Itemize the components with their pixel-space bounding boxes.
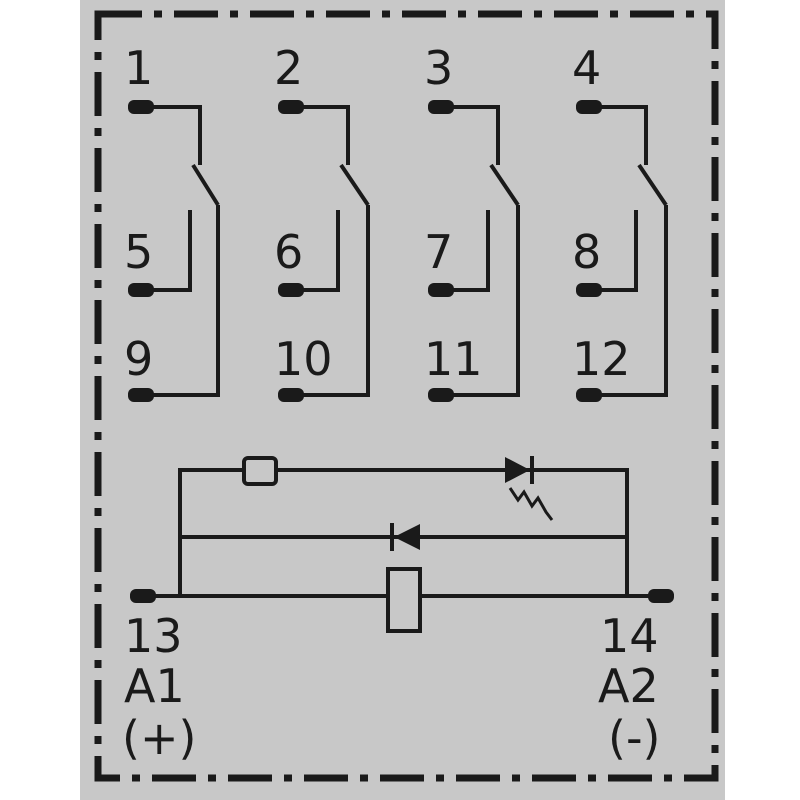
terminal-left-polarity: (+): [122, 711, 196, 765]
no-wire-4: [598, 205, 668, 397]
pin-label-no-1: 9: [124, 332, 153, 386]
pin-label-nc-4: 8: [572, 225, 601, 279]
terminal-right-polarity: (-): [608, 711, 661, 765]
pin-label-no-4: 12: [572, 332, 631, 386]
common-wire-4: [598, 105, 648, 165]
pin-label-nc-1: 5: [124, 225, 153, 279]
nc-wire-2: [300, 210, 340, 292]
switch-blade-2: [339, 163, 370, 207]
no-wire-2: [300, 205, 370, 397]
diagram-panel: [80, 0, 725, 800]
nc-wire-1: [150, 210, 192, 292]
terminal-pad-14: [648, 589, 674, 603]
contact-set-1: 1 5 9: [124, 41, 220, 402]
nc-wire-4: [598, 210, 638, 292]
common-wire-3: [450, 105, 500, 165]
pin-label-nc-3: 7: [424, 225, 453, 279]
pin-pad-9: [128, 388, 154, 402]
pin-pad-6: [278, 283, 304, 297]
indicator-branch-wire: [178, 468, 629, 596]
terminal-right-name: A2: [598, 659, 659, 713]
pin-label-common-1: 1: [124, 41, 153, 95]
contact-set-4: 4 8 12: [572, 41, 668, 402]
pin-label-no-3: 11: [424, 332, 483, 386]
resistor-icon: [508, 487, 554, 521]
relay-coil-icon: [386, 567, 422, 633]
pin-label-common-4: 4: [572, 41, 601, 95]
housing-outline: [94, 10, 719, 782]
terminal-right: 14 A2 (-): [598, 609, 661, 765]
pin-pad-4: [576, 100, 602, 114]
no-wire-3: [450, 205, 520, 397]
pin-pad-1: [128, 100, 154, 114]
pin-pad-8: [576, 283, 602, 297]
terminal-pad-13: [130, 589, 156, 603]
contact-set-3: 3 7 11: [424, 41, 520, 402]
pin-label-nc-2: 6: [274, 225, 303, 279]
led-indicator-icon: [242, 456, 278, 486]
terminal-left-number: 13: [124, 609, 183, 663]
pin-label-common-2: 2: [274, 41, 303, 95]
pin-pad-2: [278, 100, 304, 114]
pin-pad-12: [576, 388, 602, 402]
no-wire-1: [150, 205, 220, 397]
pin-pad-10: [278, 388, 304, 402]
nc-wire-3: [450, 210, 490, 292]
pin-pad-5: [128, 283, 154, 297]
led-diode-icon: [505, 456, 534, 484]
pin-label-no-2: 10: [274, 332, 333, 386]
pin-label-common-3: 3: [424, 41, 453, 95]
terminal-right-number: 14: [600, 609, 659, 663]
contact-set-2: 2 6 10: [274, 41, 370, 402]
common-wire-1: [150, 105, 202, 165]
coil-circuit: [130, 456, 674, 633]
switch-blade-1: [191, 163, 220, 207]
diode-icon: [390, 523, 420, 551]
pin-pad-11: [428, 388, 454, 402]
terminal-left-name: A1: [124, 659, 185, 713]
common-wire-2: [300, 105, 350, 165]
switch-blade-4: [637, 163, 668, 207]
pin-pad-7: [428, 283, 454, 297]
pin-pad-3: [428, 100, 454, 114]
switch-blade-3: [489, 163, 520, 207]
terminal-left: 13 A1 (+): [122, 609, 196, 765]
